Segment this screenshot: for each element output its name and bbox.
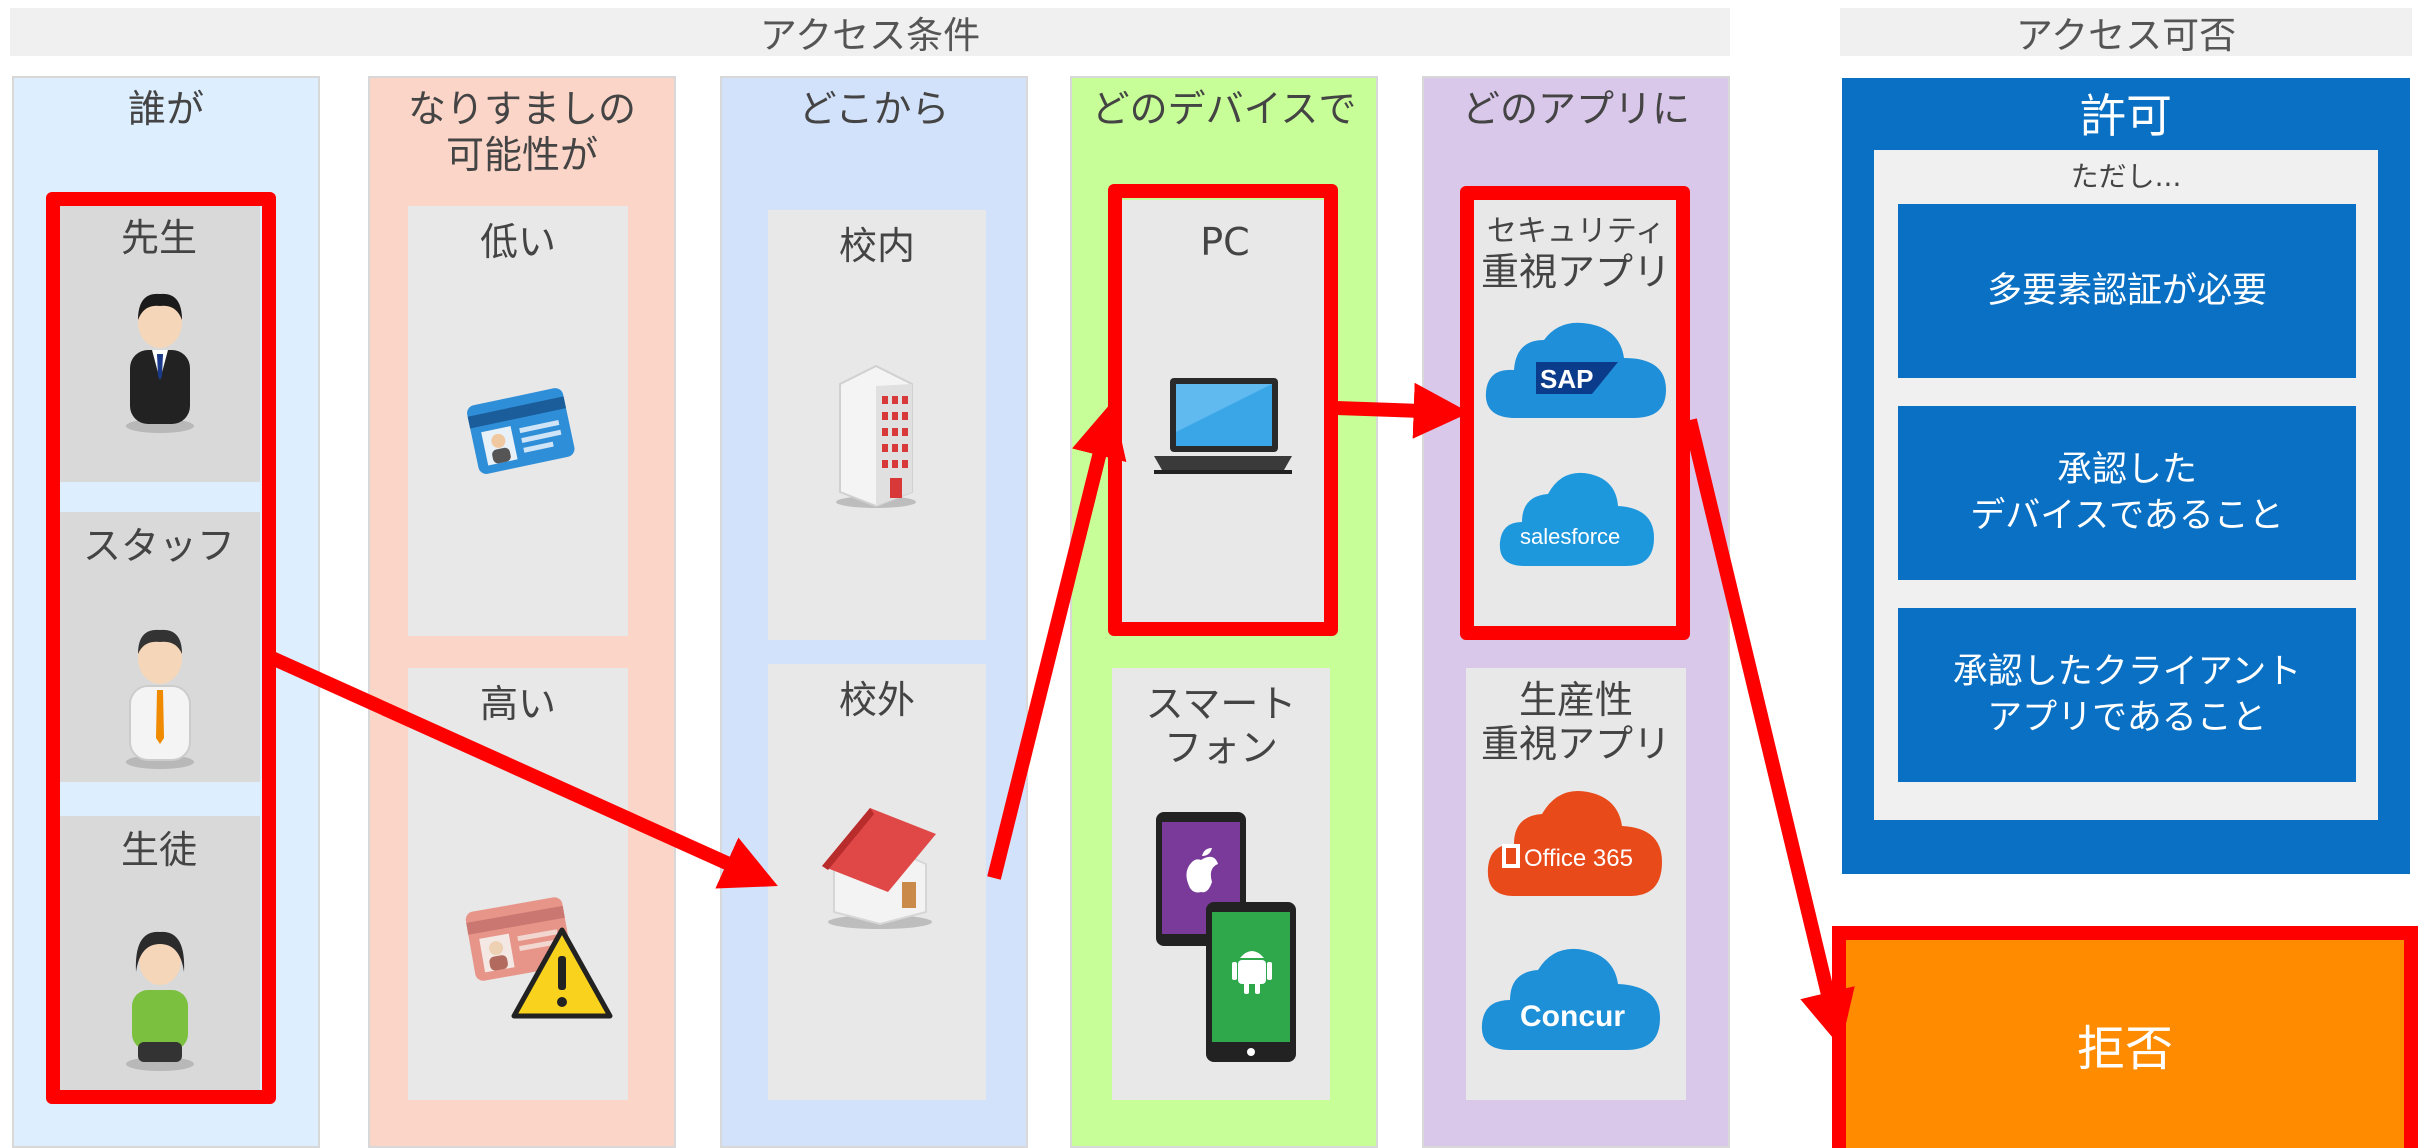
who-card-staff: スタッフ [58,512,260,782]
spoofed-id-warning-icon [465,897,613,1019]
deny-label: 拒否 [2076,1021,2173,1077]
device-label-smartphone: スマート フォン [1145,682,1297,770]
where-column-title: どこから [798,87,950,131]
where-card-offcampus: 校外 [768,664,986,1100]
device-card-pc: PC [1118,200,1332,624]
who-card-teacher: 先生 [58,202,260,482]
staff-icon [126,629,194,769]
requirement-approved-client-app: 承認したクライアント アプリであること [1898,608,2356,782]
student-icon [126,931,194,1071]
app-card-security: セキュリティ 重視アプリ SAP salesforce [1468,200,1684,628]
device-column-title: どのデバイスで [1091,87,1357,131]
svg-text:SAP: SAP [1540,364,1593,394]
concur-cloud-icon: Concur [1481,948,1660,1050]
conditions-header: アクセス条件 [10,8,1730,57]
deny-panel: 拒否 [1832,926,2418,1148]
who-card-student: 生徒 [58,816,260,1090]
app-label-security-2: 重視アプリ [1480,250,1671,294]
allow-panel: 許可 ただし... 多要素認証が必要 承認した デバイスであること 承認したクラ… [1842,78,2410,874]
result-header: アクセス可否 [1840,8,2412,57]
sap-cloud-icon: SAP [1485,322,1666,418]
svg-text:Concur: Concur [1520,1000,1625,1033]
arrow-pc-to-security-app [1335,382,1470,439]
house-icon [822,808,936,929]
svg-text:salesforce: salesforce [1520,524,1620,549]
app-column-title: どのアプリに [1461,87,1690,131]
app-label-security: セキュリティ [1486,214,1666,249]
spoof-label-low: 低い [479,220,556,264]
laptop-icon [1154,378,1292,474]
security-app-selection-highlight [1460,186,1690,640]
spoof-card-low: 低い [408,206,628,636]
where-label-offcampus: 校外 [838,678,915,722]
allow-title: 許可 [2080,89,2172,143]
arrow-security-app-to-deny [1683,418,1855,1048]
who-label-student: 生徒 [120,828,197,872]
spoof-label-high: 高い [479,682,556,726]
salesforce-cloud-icon: salesforce [1499,472,1654,566]
app-card-productivity: 生産性 重視アプリ Office 365 Concur [1466,668,1686,1100]
where-card-campus: 校内 [768,210,986,640]
requirement-mfa: 多要素認証が必要 [1898,204,2356,378]
allow-conditions-box: ただし... 多要素認証が必要 承認した デバイスであること 承認したクライアン… [1874,150,2378,820]
who-selection-highlight [46,192,276,1104]
who-label-staff: スタッフ [82,524,235,568]
arrow-who-to-offcampus [269,651,778,889]
requirement-approved-device: 承認した デバイスであること [1898,406,2356,580]
svg-text:Office 365: Office 365 [1524,845,1633,872]
who-column-title: 誰が [127,87,204,131]
school-building-icon [836,364,916,508]
however-label: ただし... [2070,160,2182,193]
who-label-teacher: 先生 [120,216,197,260]
teacher-icon [126,293,194,433]
id-card-icon [467,388,575,474]
spoof-column-title: なりすましの 可能性が [407,87,636,177]
arrow-offcampus-to-pc [987,400,1127,880]
app-label-productivity: 生産性 重視アプリ [1480,678,1671,766]
device-card-smartphone: スマート フォン [1112,668,1330,1100]
office365-cloud-icon: Office 365 [1487,790,1662,896]
where-label-campus: 校内 [838,224,915,268]
device-label-pc: PC [1200,220,1250,264]
smartphone-tablet-icon [1156,812,1296,1062]
